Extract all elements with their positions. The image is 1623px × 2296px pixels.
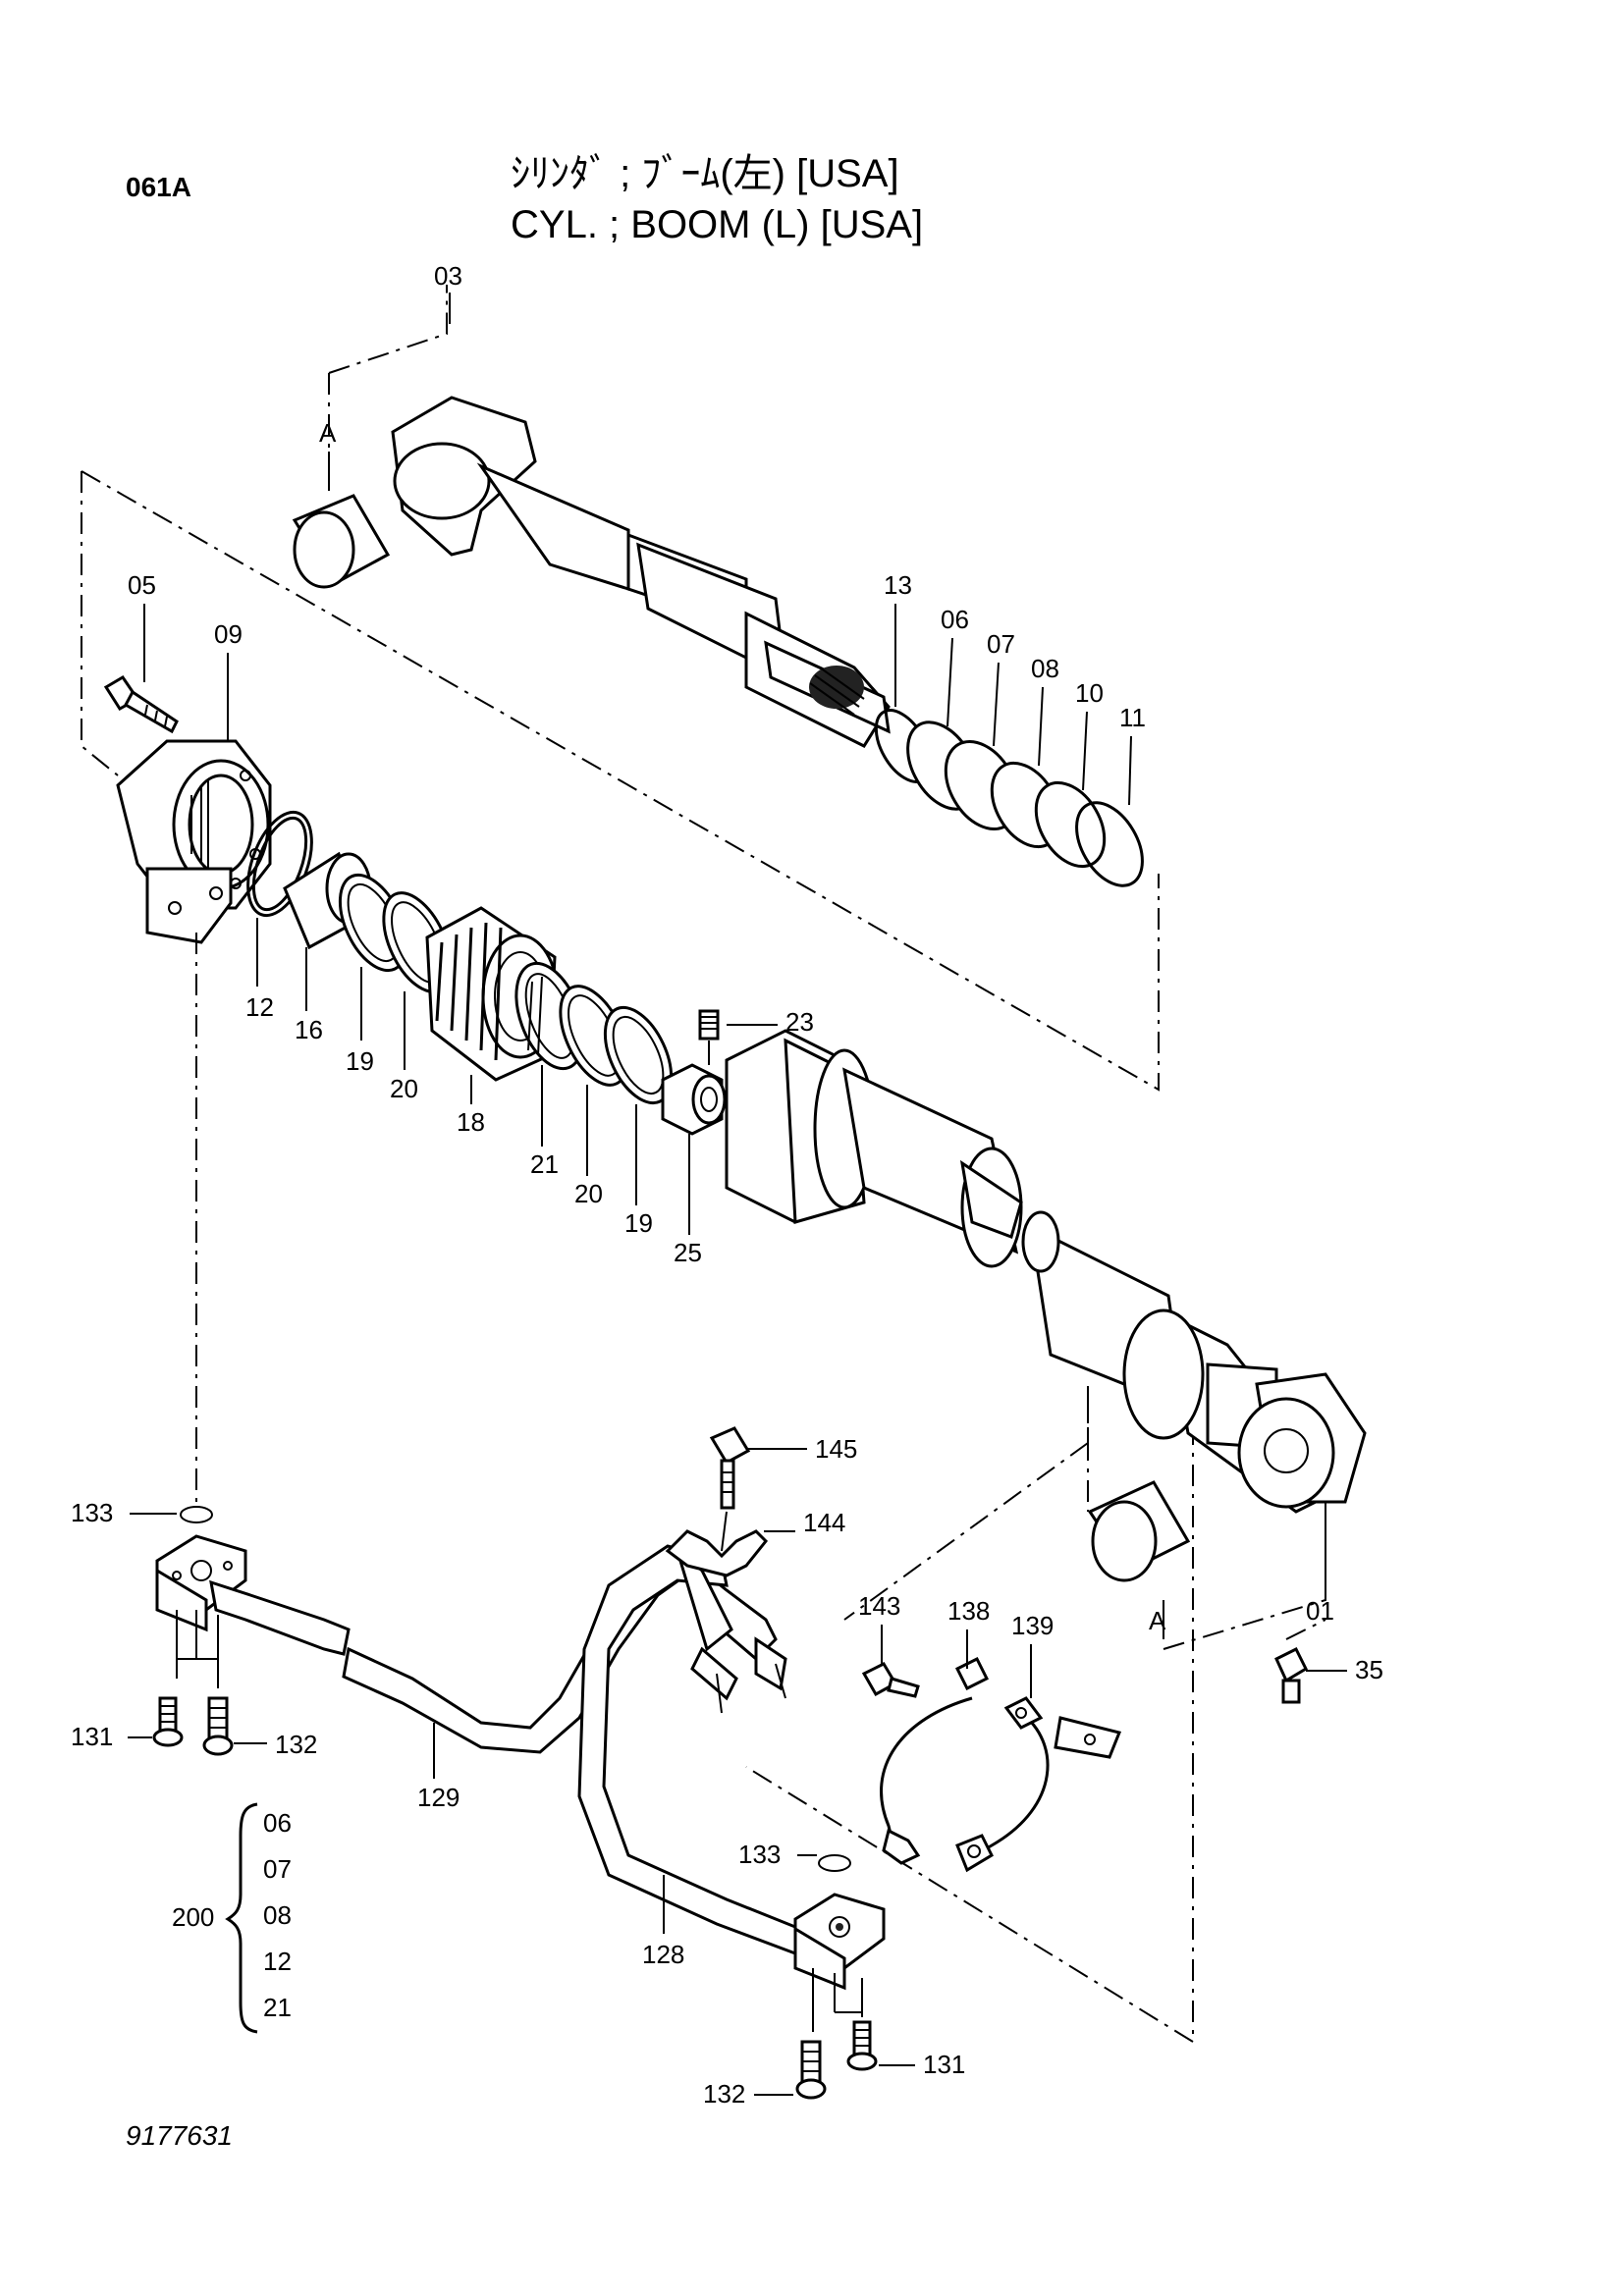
grease-fitting-35 <box>1274 1646 1308 1704</box>
bushing-lower <box>1087 1480 1191 1582</box>
bolt-131-left <box>152 1696 184 1747</box>
callout-19-lower: 19 <box>624 1208 653 1238</box>
callout-133-right: 133 <box>738 1840 781 1869</box>
callout-145: 145 <box>815 1434 857 1464</box>
callout-132-left: 132 <box>275 1730 317 1759</box>
callout-25: 25 <box>674 1238 702 1267</box>
callout-11: 11 <box>1119 703 1146 732</box>
ring-19-lower <box>603 1005 674 1105</box>
pipe-129 <box>209 1548 787 1754</box>
callout-131-left: 131 <box>71 1722 113 1751</box>
callout-132-right: 132 <box>703 2079 745 2109</box>
callout-05: 05 <box>128 570 156 600</box>
piston-rod-03 <box>391 396 891 748</box>
o-ring-12 <box>246 810 313 918</box>
bushing-upper <box>292 494 391 589</box>
callout-143: 143 <box>858 1591 900 1621</box>
bolt-145 <box>709 1426 751 1510</box>
bolt-143 <box>861 1662 920 1698</box>
title-japanese: ｼﾘﾝﾀﾞ ; ﾌﾞｰﾑ(左) [USA] <box>511 152 899 195</box>
kit-number: 200 <box>172 1902 214 1932</box>
callout-07: 07 <box>987 629 1015 659</box>
clamp-138 <box>880 1656 990 1865</box>
title-english: CYL. ; BOOM (L) [USA] <box>511 203 923 246</box>
assembly-frame <box>81 285 1326 2044</box>
o-ring-133-left <box>180 1506 213 1523</box>
callout-144: 144 <box>803 1508 845 1537</box>
cylinder-head-09 <box>116 739 272 944</box>
callout-129: 129 <box>417 1783 460 1812</box>
callout-03: 03 <box>434 261 462 291</box>
callout-131-right: 131 <box>923 2050 965 2079</box>
cylinder-tube-01 <box>725 1029 1367 1514</box>
kit-brace <box>225 1802 258 2034</box>
callout-139: 139 <box>1011 1611 1054 1640</box>
kit-item: 08 <box>263 1900 292 1930</box>
nut-25 <box>661 1063 727 1136</box>
callout-10: 10 <box>1075 678 1104 708</box>
callout-13: 13 <box>884 570 912 600</box>
bolt-131-right <box>846 2020 878 2071</box>
kit-item: 12 <box>263 1947 292 1976</box>
callout-128: 128 <box>642 1940 684 1969</box>
callout-A-top: A <box>319 418 337 448</box>
callout-20-upper: 20 <box>390 1074 418 1103</box>
callout-12: 12 <box>245 992 274 1022</box>
callout-19-upper: 19 <box>346 1046 374 1076</box>
drawing-number: 9177631 <box>126 2120 233 2151</box>
set-screw-23 <box>698 1009 720 1041</box>
kit-item: 06 <box>263 1808 292 1838</box>
callout-21: 21 <box>530 1149 559 1179</box>
callout-18: 18 <box>457 1107 485 1137</box>
callout-16: 16 <box>295 1015 323 1044</box>
kit-item: 07 <box>263 1854 292 1884</box>
callout-06: 06 <box>941 605 969 634</box>
bolt-132-left <box>202 1696 234 1756</box>
callout-133-left: 133 <box>71 1498 113 1527</box>
o-ring-133-right <box>818 1854 851 1872</box>
callout-09: 09 <box>214 619 243 649</box>
callout-138: 138 <box>947 1596 990 1626</box>
flange-right <box>793 1893 886 1991</box>
bolt-132-right <box>795 2040 827 2100</box>
callout-08: 08 <box>1031 654 1059 683</box>
bolt-05 <box>103 674 179 734</box>
clamp-144 <box>665 1511 769 1577</box>
page-reference: 061A <box>126 172 191 202</box>
seal-group-upper <box>874 709 1144 887</box>
pipe-128 <box>577 1544 802 1956</box>
callout-20-lower: 20 <box>574 1179 603 1208</box>
callout-A-bottom: A <box>1149 1606 1166 1635</box>
callout-35: 35 <box>1355 1655 1383 1684</box>
clamp-139 <box>955 1696 1122 1873</box>
kit-200: 200 06 07 08 12 21 <box>172 1802 292 2034</box>
callout-01: 01 <box>1306 1596 1334 1626</box>
kit-item: 21 <box>263 1993 292 2022</box>
